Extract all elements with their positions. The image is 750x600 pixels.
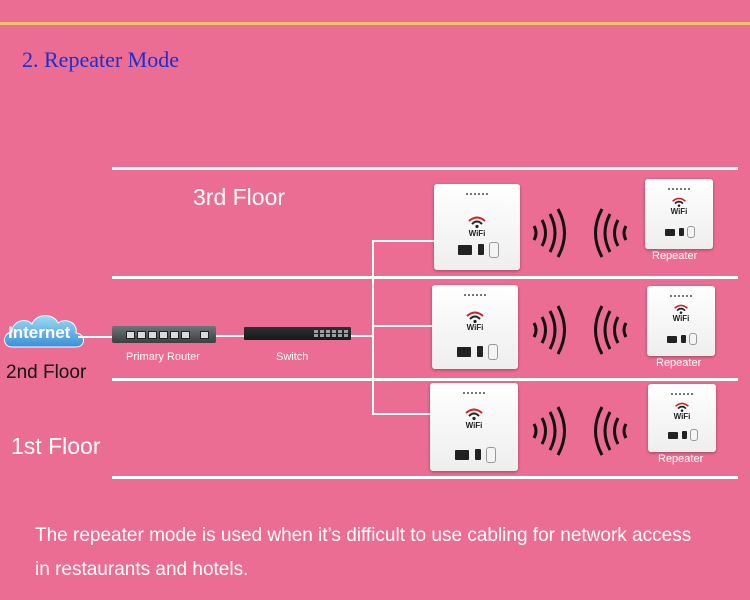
primary-router [112,326,216,343]
wifi-label: WiFi [672,314,690,323]
repeater-floor3: WiFi [645,179,713,249]
router-label: Primary Router [126,351,200,363]
floor2-branch-cable [372,325,432,327]
wifi-label: WiFi [468,229,486,238]
access-point-floor1: WiFi [430,383,518,471]
floor-label-2nd: 2nd Floor [6,362,87,383]
page-title: 2. Repeater Mode [22,47,179,72]
signal-waves-floor1 [532,406,628,456]
floor-line-lower [112,378,738,381]
floor3-branch-cable [372,240,434,242]
repeater-label-floor2: Repeater [656,357,702,369]
floor1-branch-cable [372,413,430,415]
floor-line-bottom [112,476,738,479]
internet-label: Internet [8,323,71,342]
wifi-icon [674,304,688,314]
switch-label: Switch [276,351,309,363]
access-point-floor2: WiFi [432,285,518,369]
cloud-icon [4,315,84,348]
switch-trunk-cable [351,335,373,337]
wifi-label: WiFi [673,412,691,421]
top-divider [0,22,750,25]
floor-line-middle [112,276,738,279]
signal-waves-floor2 [532,305,628,355]
floor-label-3rd: 3rd Floor [193,184,286,210]
wifi-icon [465,408,483,420]
repeater-floor2: WiFi [647,286,715,356]
wifi-label: WiFi [466,323,484,332]
access-point-floor3: WiFi [434,184,520,270]
wifi-icon [466,311,484,323]
wifi-label: WiFi [465,421,483,430]
riser-cable [372,240,374,415]
description-line-1: The repeater mode is used when it’s diff… [35,525,692,546]
description-line-2: in restaurants and hotels. [35,559,249,580]
wifi-label: WiFi [670,207,688,216]
floor-line-top [112,167,738,170]
repeater-floor1: WiFi [648,384,716,452]
wifi-icon [468,216,486,228]
network-switch [244,327,351,340]
router-switch-cable [216,335,244,337]
repeater-label-floor3: Repeater [652,250,698,262]
wifi-icon [672,197,686,207]
internet-cable [78,336,114,338]
floor-label-1st: 1st Floor [11,433,101,459]
signal-waves-floor3 [532,208,628,258]
wifi-icon [675,402,689,412]
repeater-label-floor1: Repeater [658,453,704,465]
